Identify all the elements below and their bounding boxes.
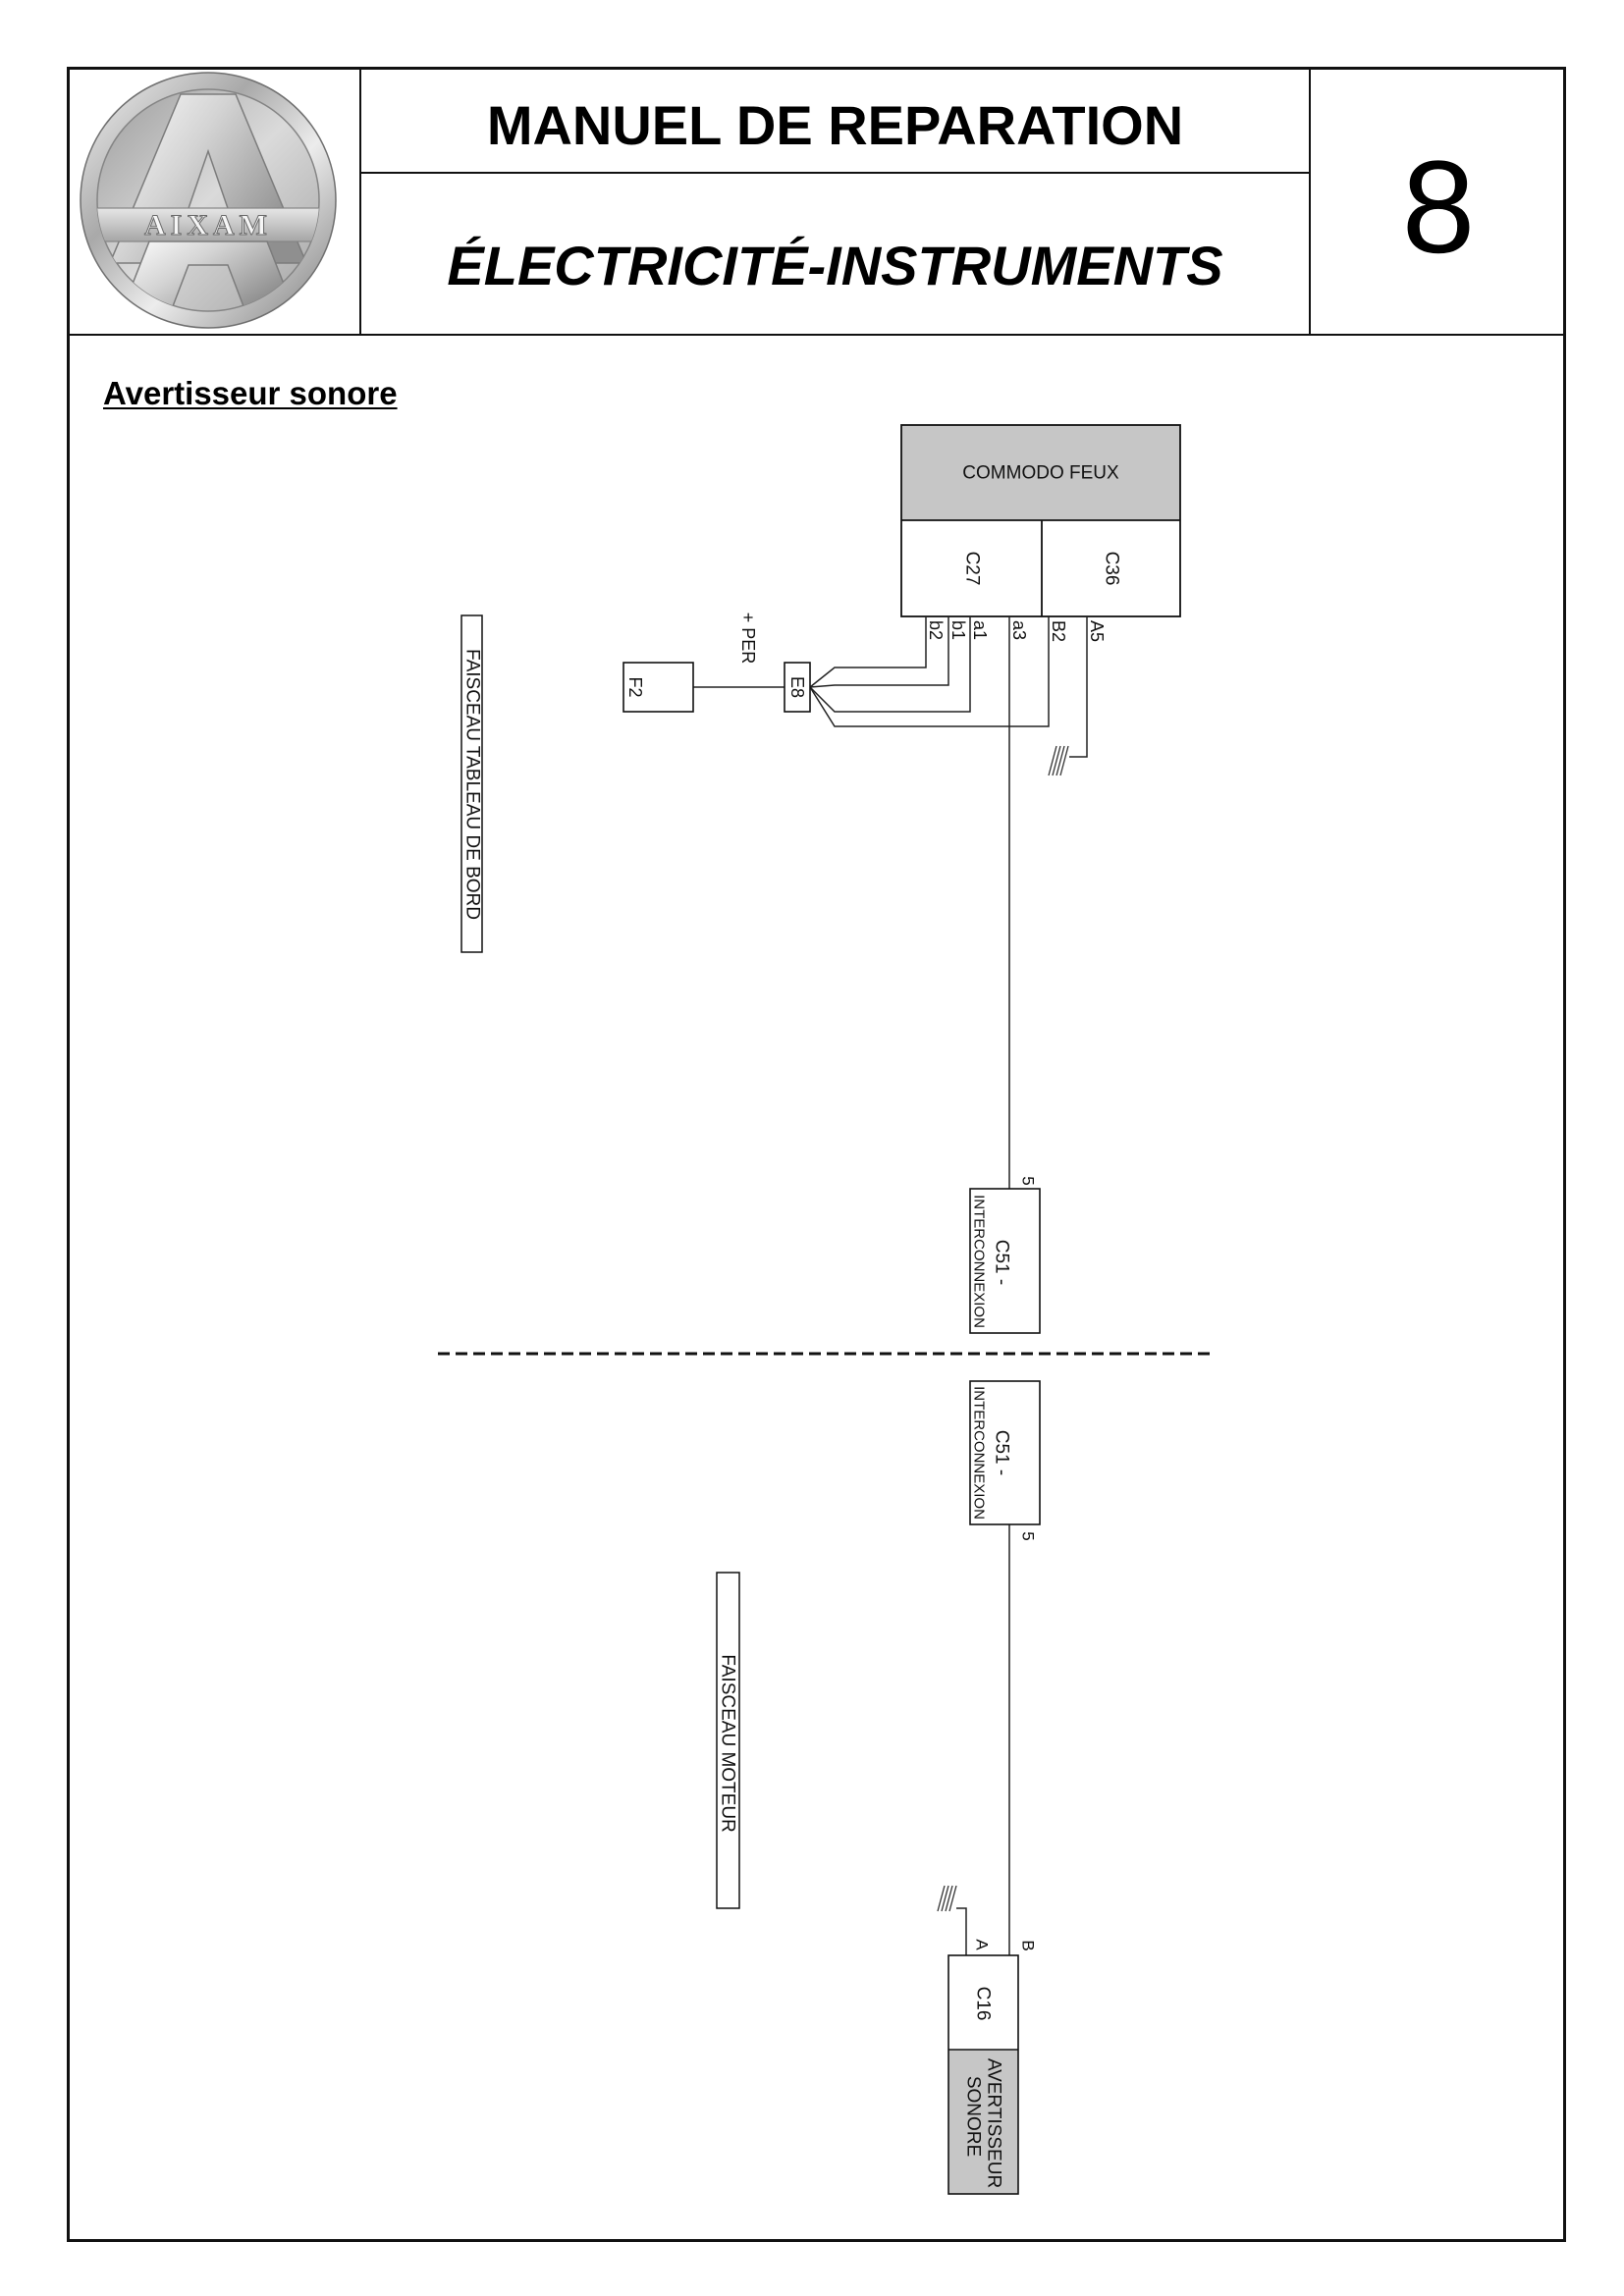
commodo-feux-header — [901, 425, 1180, 520]
commodo-feux-label: COMMODO FEUX — [962, 463, 1119, 484]
wire-c16-a — [956, 1907, 967, 1955]
ground-icon — [1048, 745, 1069, 776]
connector-c36-label: C36 — [1102, 552, 1122, 586]
pin-label-b2: b2 — [926, 620, 946, 640]
harness-engine-label: FAISCEAU MOTEUR — [718, 1654, 738, 1833]
page-frame — [67, 67, 1566, 2242]
pin-label-a3: a3 — [1009, 620, 1029, 640]
harness-engine-box — [716, 1572, 740, 1909]
pin-label-A5: A5 — [1087, 620, 1107, 642]
c51-lower-name-label: INTERCONNEXION — [971, 1386, 988, 1520]
interconnection-c51-upper: C51 - INTERCONNEXION 5 — [969, 1176, 1041, 1334]
manual-title: MANUEL DE REPARATION — [486, 94, 1184, 156]
header-number-divider — [1309, 67, 1311, 336]
ground-icon — [937, 1885, 957, 1912]
section-title: Avertisseur sonore — [103, 375, 398, 411]
commodo-pin-labels: b2 b1 a1 a3 B2 A5 — [926, 620, 1107, 642]
header-bottom-rule — [67, 334, 1566, 336]
fuse-f2-label: F2 — [625, 676, 645, 697]
pin-label-a1: a1 — [970, 620, 990, 640]
aixam-logo-icon: AIXAM — [80, 72, 337, 329]
harness-dashboard-tag: FAISCEAU TABLEAU DE BORD — [460, 614, 483, 953]
header-title-divider — [360, 172, 1310, 174]
wire-b2 — [809, 616, 927, 688]
header-logo-divider — [359, 67, 361, 336]
c51-lower-connector-label: C51 - — [992, 1430, 1012, 1475]
fuse-f2-box — [623, 662, 694, 713]
chapter-subtitle: ÉLECTRICITÉ-INSTRUMENTS — [447, 235, 1223, 296]
horn-c16: C16 AVERTISSEUR SONORE A B — [947, 1939, 1038, 2195]
commodo-feux-switch: COMMODO FEUX C27 C36 — [900, 424, 1181, 617]
wire-a1 — [809, 616, 971, 713]
harness-dashboard-box — [460, 614, 483, 953]
wires — [693, 616, 1088, 1955]
wire-B2 — [809, 616, 1050, 727]
pin-label-b1: b1 — [948, 620, 968, 640]
horn-connector-label: C16 — [973, 1987, 994, 2021]
pin-label-B2: B2 — [1049, 620, 1068, 642]
connector-c27-label: C27 — [962, 552, 983, 586]
horn-name-line-1: AVERTISSEUR — [984, 2058, 1004, 2188]
wire-b1 — [809, 616, 949, 688]
harness-engine-tag: FAISCEAU MOTEUR — [716, 1572, 740, 1909]
splice-e8-label: E8 — [787, 676, 807, 698]
horn-pin-b-label: B — [1019, 1940, 1038, 1950]
aixam-logo: AIXAM — [79, 71, 338, 330]
interconnection-c51-lower: C51 - INTERCONNEXION 5 — [969, 1380, 1041, 1541]
horn-box — [947, 1954, 1019, 2195]
harness-dashboard-label: FAISCEAU TABLEAU DE BORD — [462, 649, 483, 920]
splice-e8-box — [784, 662, 811, 713]
c51-lower-box — [969, 1380, 1041, 1525]
c51-lower-pin-label: 5 — [1019, 1531, 1038, 1540]
c51-upper-box — [969, 1188, 1041, 1334]
logo-wordmark: AIXAM — [144, 209, 272, 241]
splice-e8: E8 — [784, 662, 811, 713]
chapter-number: 8 — [1401, 134, 1476, 281]
c51-upper-name-label: INTERCONNEXION — [971, 1195, 988, 1328]
horn-shade — [948, 2050, 1018, 2194]
horn-pin-a-label: A — [973, 1939, 992, 1950]
supply-label: + PER — [738, 613, 758, 665]
horn-name-line-2: SONORE — [963, 2076, 984, 2157]
c51-upper-pin-label: 5 — [1019, 1176, 1038, 1185]
wire-A5 — [1069, 616, 1088, 758]
c51-upper-connector-label: C51 - — [992, 1240, 1012, 1285]
fuse-f2: F2 — [623, 662, 694, 713]
